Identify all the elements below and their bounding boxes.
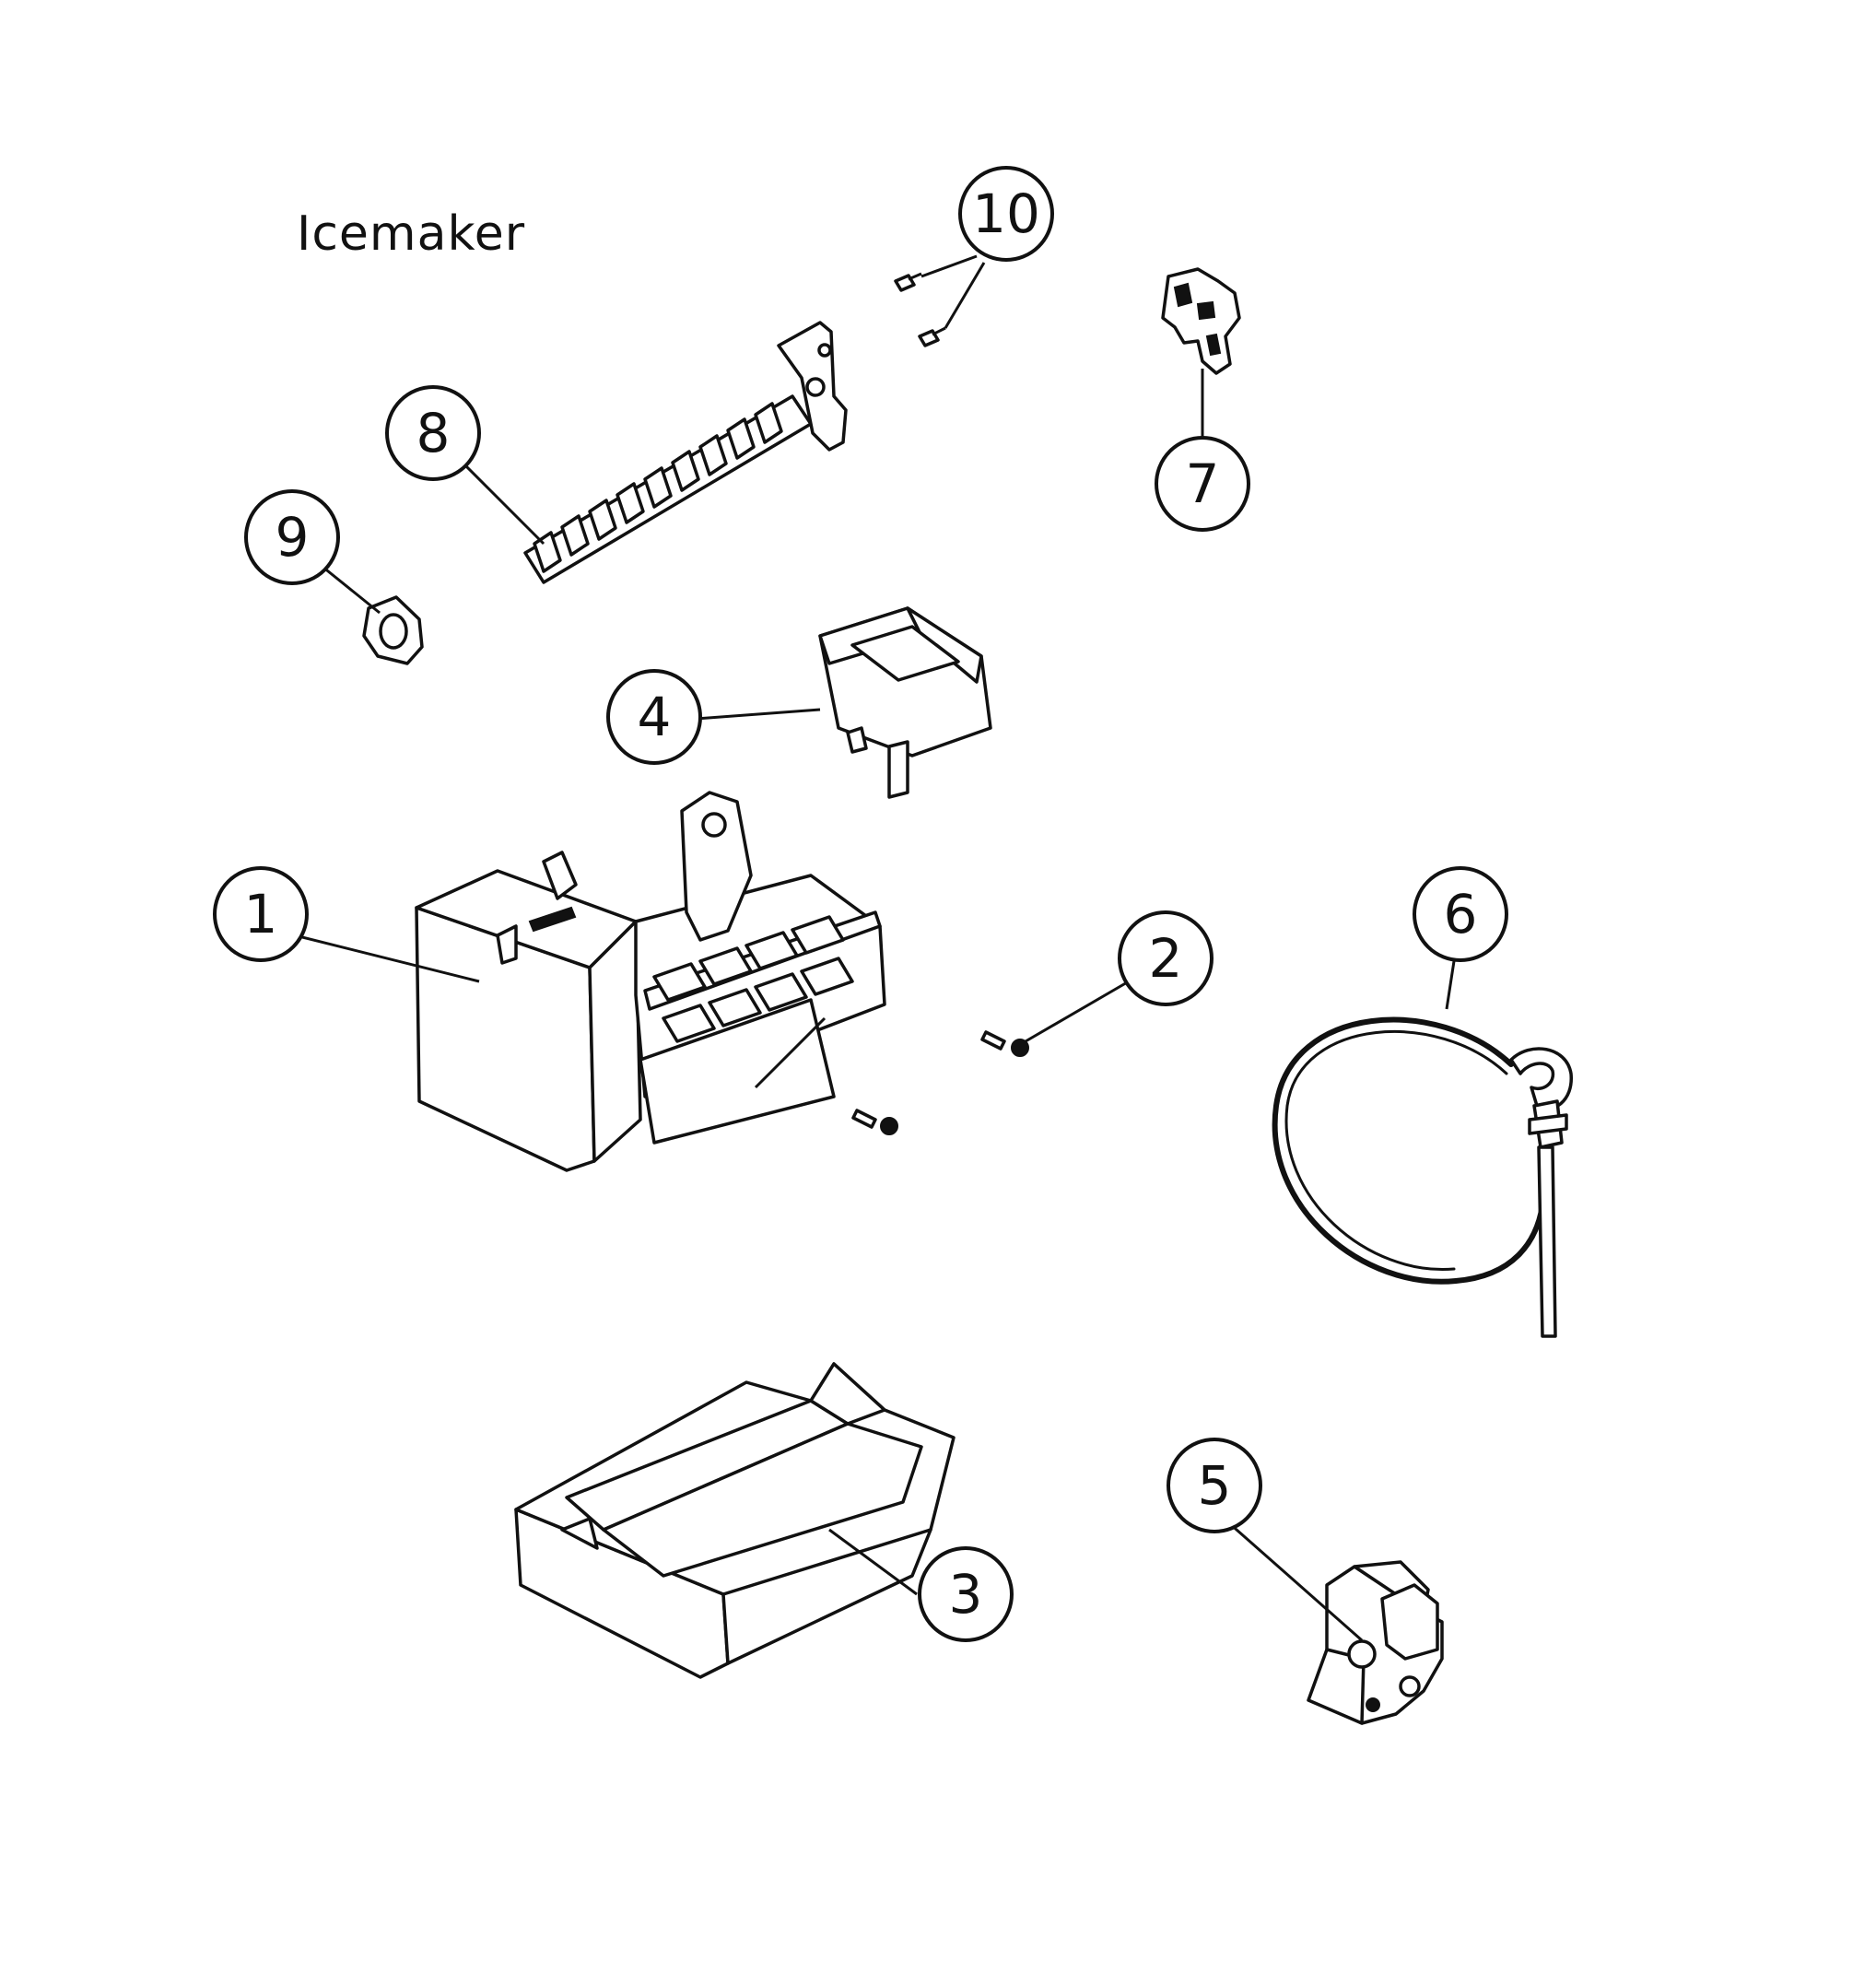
- callout-1: 1: [213, 866, 309, 962]
- part-1-icemaker-assembly: [415, 791, 886, 1172]
- callout-3-label: 3: [949, 1563, 983, 1626]
- callout-4-label: 4: [638, 686, 672, 748]
- callout-8: 8: [385, 385, 481, 481]
- part-7-bracket: [1161, 267, 1241, 375]
- leader-lines: [276, 254, 1458, 1642]
- callout-7-label: 7: [1186, 452, 1220, 515]
- part-4-fill-cup: [818, 606, 992, 799]
- callout-4: 4: [606, 669, 702, 765]
- callout-1-label: 1: [244, 883, 278, 945]
- callout-9: 9: [244, 489, 340, 585]
- callout-6: 6: [1413, 866, 1508, 962]
- part-10-screws: [894, 272, 946, 347]
- callout-9-label: 9: [276, 506, 310, 569]
- callout-5: 5: [1167, 1438, 1262, 1533]
- callout-5-label: 5: [1198, 1454, 1232, 1517]
- part-8-ejector-shaft: [523, 321, 848, 584]
- callout-3: 3: [918, 1546, 1014, 1642]
- callout-10-label: 10: [972, 182, 1040, 245]
- callout-6-label: 6: [1444, 883, 1478, 945]
- callout-2: 2: [1118, 910, 1214, 1006]
- part-9-washer: [362, 595, 424, 665]
- diagram-title: Icemaker: [297, 206, 526, 262]
- callout-7: 7: [1155, 436, 1250, 532]
- callout-10: 10: [958, 166, 1054, 262]
- part-2-screws: [851, 1030, 1029, 1135]
- callout-8-label: 8: [416, 402, 451, 464]
- callout-2-label: 2: [1149, 927, 1183, 990]
- part-5-water-valve: [1307, 1560, 1444, 1725]
- part-6-water-line: [1272, 1016, 1573, 1338]
- part-3-ice-bucket: [514, 1362, 956, 1679]
